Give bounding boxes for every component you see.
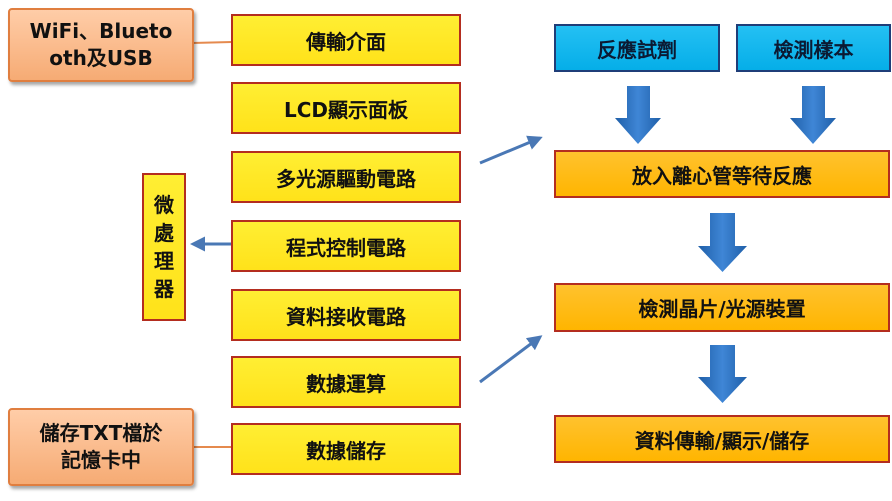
wireless-note-connector <box>191 41 233 44</box>
input-label: 反應試劑 <box>597 37 677 62</box>
step-data-output: 資料傳輸/顯示/儲存 <box>554 415 890 463</box>
step-label: 檢測晶片/光源裝置 <box>638 297 806 321</box>
down-arrow-step2 <box>698 345 747 403</box>
input-label: 檢測樣本 <box>773 37 854 62</box>
step-centrifuge-reaction: 放入離心管等待反應 <box>554 150 890 198</box>
diagonal-arrow-lower <box>479 335 543 384</box>
storage-note-line1: 儲存TXT檔於 <box>39 421 163 445</box>
module-label: 資料接收電路 <box>286 304 406 329</box>
wireless-note-line1: WiFi、Blueto <box>29 19 173 43</box>
module-label: 數據儲存 <box>306 438 386 463</box>
module-transmission-interface: 傳輸介面 <box>231 14 461 66</box>
module-label: 多光源驅動電路 <box>276 166 416 191</box>
storage-note-line2: 記憶卡中 <box>61 448 141 472</box>
wireless-interfaces-note: WiFi、Blueto oth及USB <box>8 8 194 82</box>
module-data-receiving: 資料接收電路 <box>231 289 461 341</box>
down-arrow-step1 <box>698 213 747 272</box>
module-data-computation: 數據運算 <box>231 356 461 408</box>
wireless-note-line2: oth及USB <box>49 46 153 70</box>
input-sample: 檢測樣本 <box>736 24 891 72</box>
module-data-storage: 數據儲存 <box>231 423 461 475</box>
diagonal-arrow-upper <box>479 135 543 165</box>
module-program-control: 程式控制電路 <box>231 220 461 272</box>
module-lcd-panel: LCD顯示面板 <box>231 82 461 134</box>
input-reagent: 反應試劑 <box>554 24 720 72</box>
storage-note: 儲存TXT檔於 記憶卡中 <box>8 408 194 486</box>
down-arrow-reagent <box>615 86 661 144</box>
microprocessor-box: 微 處 理 器 <box>142 173 186 321</box>
module-label: 傳輸介面 <box>306 29 386 54</box>
step-label: 放入離心管等待反應 <box>632 163 812 188</box>
step-label: 資料傳輸/顯示/儲存 <box>634 428 810 453</box>
module-label: 數據運算 <box>306 371 386 396</box>
module-light-source-driver: 多光源驅動電路 <box>231 151 461 203</box>
step-detection-chip: 檢測晶片/光源裝置 <box>554 283 890 332</box>
module-label: LCD顯示面板 <box>283 97 409 122</box>
processor-char: 理 <box>154 249 174 273</box>
processor-char: 處 <box>154 221 174 245</box>
processor-char: 微 <box>154 193 174 217</box>
down-arrow-sample <box>790 86 836 144</box>
processor-char: 器 <box>154 277 174 301</box>
module-label: 程式控制電路 <box>286 235 406 260</box>
